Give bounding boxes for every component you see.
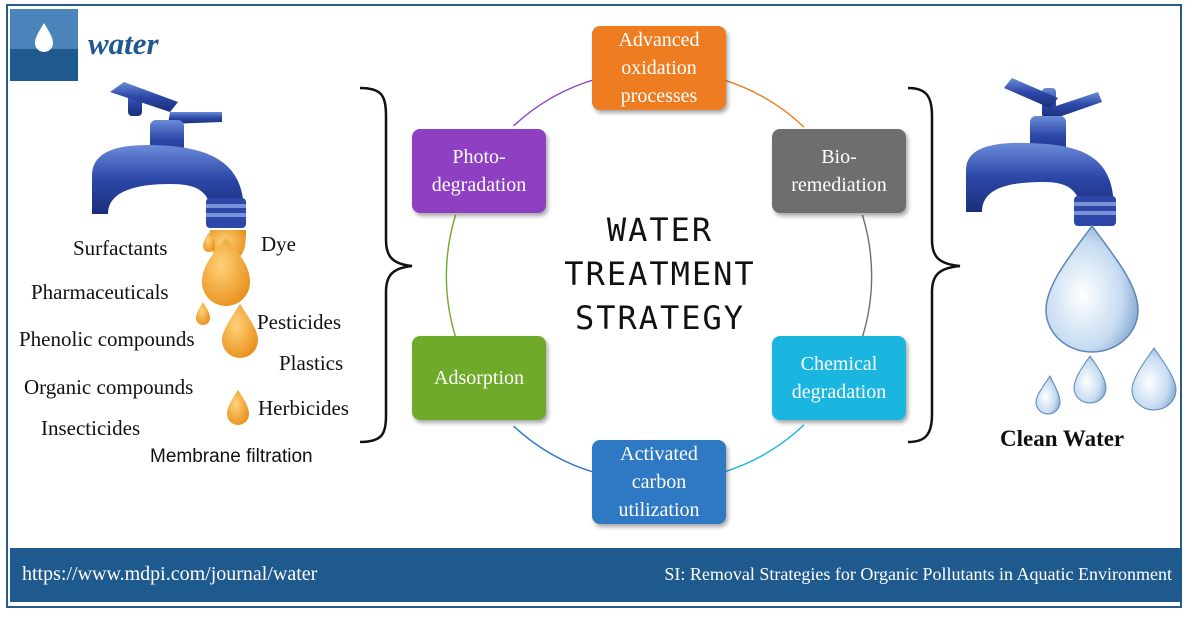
pollutant-label: Plastics bbox=[279, 351, 344, 375]
pollutant-label: Organic compounds bbox=[24, 375, 194, 399]
strategy-node-adsorption: Adsorption bbox=[412, 336, 546, 420]
clean-water-label: Clean Water bbox=[1000, 426, 1125, 451]
water-logo-icon bbox=[10, 9, 78, 81]
pollutant-label: Herbicides bbox=[258, 396, 349, 420]
strategy-label: Bio- remediation bbox=[791, 146, 887, 196]
footer-url-link[interactable]: https://www.mdpi.com/journal/water bbox=[22, 563, 318, 585]
pollutant-drops-icon bbox=[196, 230, 258, 425]
pollutant-label: Dye bbox=[261, 232, 296, 256]
left-brace bbox=[359, 86, 413, 444]
strategy-label: Adsorption bbox=[434, 367, 524, 389]
strategy-node-bioremediation: Bio- remediation bbox=[772, 129, 906, 213]
pollutant-label: Membrane filtration bbox=[150, 446, 313, 467]
pollutant-label: Pesticides bbox=[257, 310, 341, 334]
footer-bar: https://www.mdpi.com/journal/water SI: R… bbox=[10, 548, 1182, 602]
strategy-label: Activated carbon utilization bbox=[618, 443, 700, 521]
strategy-label: Chemical degradation bbox=[791, 353, 887, 403]
strategy-node-photodegradation: Photo- degradation bbox=[412, 129, 546, 213]
logo-text: water bbox=[88, 26, 159, 61]
strategy-label: Photo- degradation bbox=[431, 146, 527, 196]
pollutant-label: Insecticides bbox=[41, 416, 141, 440]
clean-drops-icon bbox=[1035, 224, 1177, 415]
footer-special-issue: SI: Removal Strategies for Organic Pollu… bbox=[664, 564, 1172, 584]
right-brace bbox=[907, 86, 961, 444]
pollutant-label: Surfactants bbox=[73, 236, 168, 260]
pollutant-label: Pharmaceuticals bbox=[31, 280, 169, 304]
strategy-node-advanced-oxidation: Advanced oxidation processes bbox=[592, 26, 726, 110]
strategy-label: Advanced oxidation processes bbox=[618, 29, 700, 107]
center-title: WATER TREATMENT STRATEGY bbox=[564, 211, 756, 337]
pollutant-label: Phenolic compounds bbox=[19, 327, 195, 351]
polluted-tap-icon bbox=[92, 82, 246, 228]
figure-frame bbox=[6, 4, 1182, 608]
strategy-node-chemical-degradation: Chemical degradation bbox=[772, 336, 906, 420]
strategy-node-activated-carbon: Activated carbon utilization bbox=[592, 440, 726, 524]
clean-tap-icon bbox=[966, 78, 1116, 226]
